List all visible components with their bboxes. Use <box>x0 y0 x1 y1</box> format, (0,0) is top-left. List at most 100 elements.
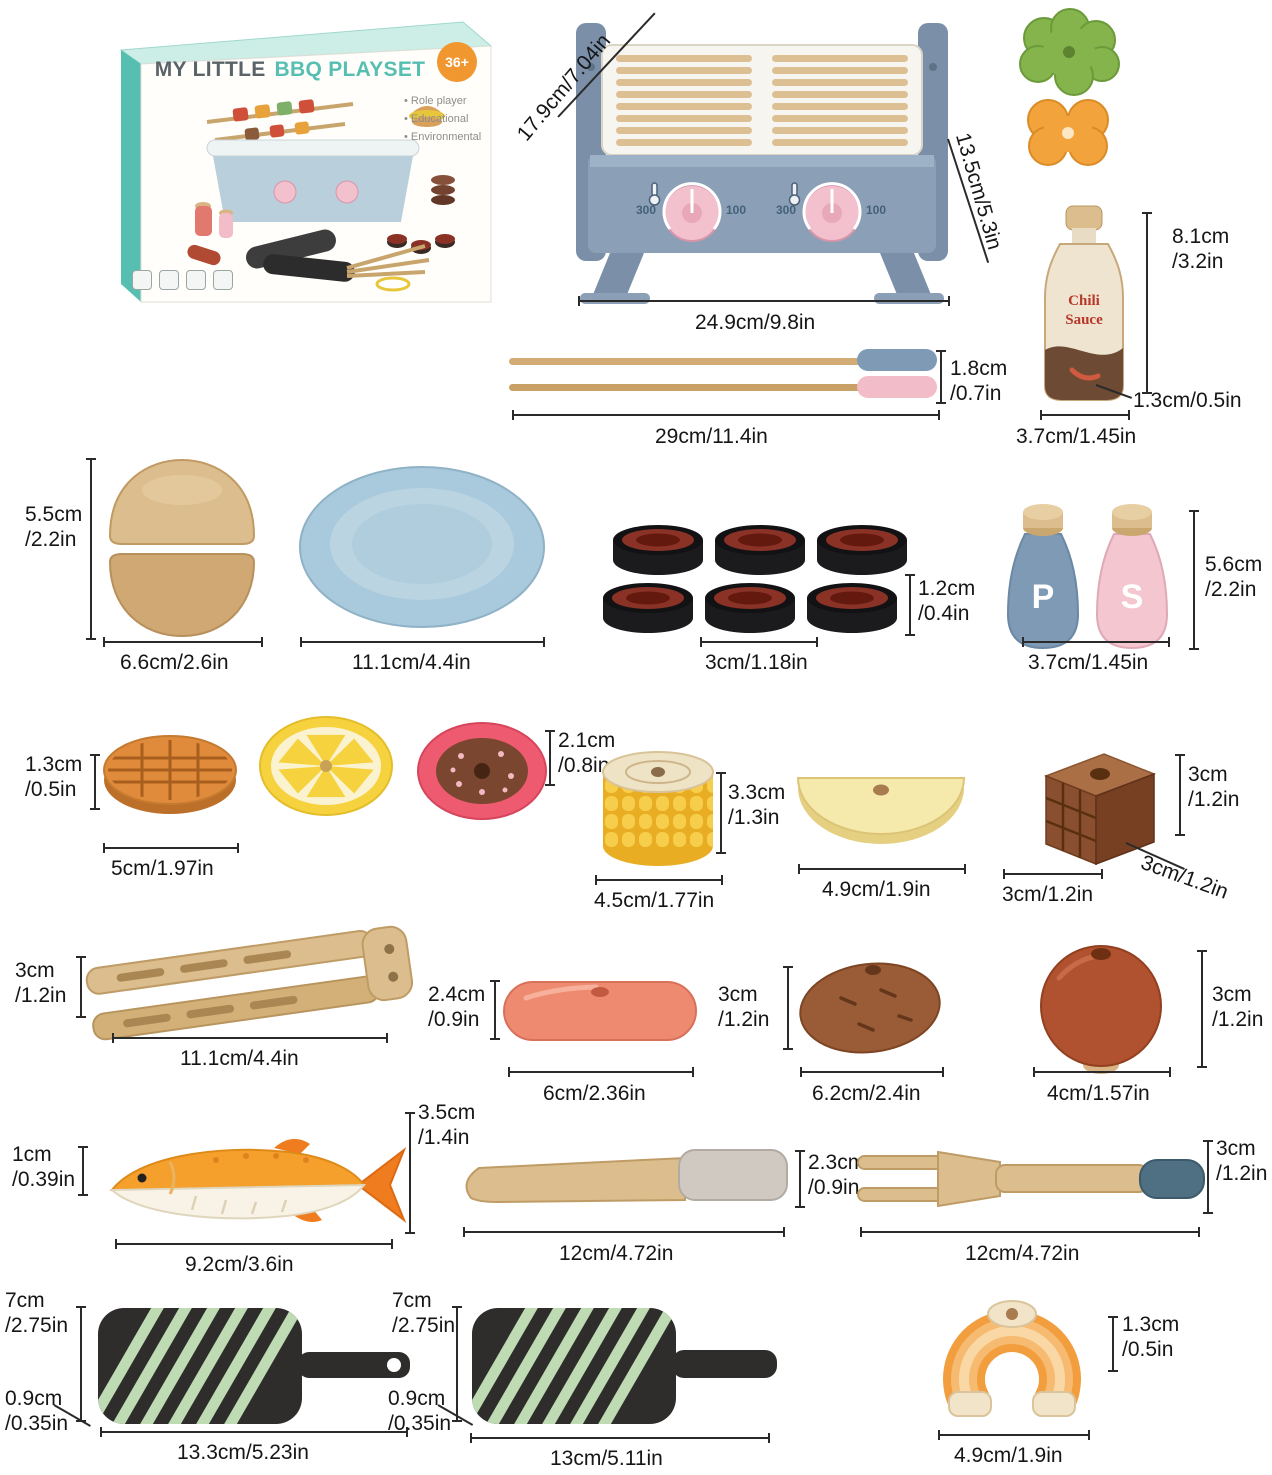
chili-sauce-bottle-image <box>1028 200 1140 408</box>
measure-line <box>860 1227 1200 1237</box>
measure-line <box>463 1227 785 1237</box>
knob-scale-label: 300 <box>636 203 657 217</box>
fish-tail-label: 3.5cm /1.4in <box>418 1101 476 1150</box>
chili-sauce-label: Chili Sauce <box>1065 293 1103 328</box>
grill-pan-1-image <box>88 1300 423 1438</box>
onion-image <box>1023 938 1179 1076</box>
salt-letter: S <box>1120 578 1144 616</box>
corn-height-label: 3.3cm /1.3in <box>728 781 786 830</box>
measure-line <box>1108 1316 1118 1372</box>
fish-length-label: 9.2cm/3.6in <box>185 1253 294 1276</box>
cube-height-label: 3cm /1.2in <box>1188 763 1240 812</box>
thermometer-icon <box>648 182 661 206</box>
onion-height-label: 3cm /1.2in <box>1212 983 1264 1032</box>
plate-image <box>293 458 551 636</box>
bun-height-label: 5.5cm /2.2in <box>25 503 83 552</box>
patties-image <box>590 506 920 654</box>
measure-line <box>78 1146 88 1196</box>
measure-line <box>100 1427 408 1437</box>
shaker-height-label: 5.6cm /2.2in <box>1205 553 1263 602</box>
measure-line <box>405 1112 415 1234</box>
tongs-height-label: 3cm /1.2in <box>15 959 67 1008</box>
burger-bun-image <box>98 450 266 646</box>
cube-width-label: 3cm/1.2in <box>1002 883 1094 906</box>
measure-line <box>103 843 239 853</box>
certification-icon <box>186 270 206 290</box>
grill-knob <box>802 182 862 242</box>
pan1-height-label: 7cm /2.75in <box>5 1289 69 1338</box>
salmon-width-label: 4.9cm/1.9in <box>954 1444 1063 1467</box>
measure-line <box>795 1150 805 1208</box>
measure-line <box>578 296 950 306</box>
measure-line <box>512 410 940 420</box>
measure-line <box>452 1306 462 1422</box>
donut-image <box>413 718 551 824</box>
knob-scale-label: 100 <box>726 203 747 217</box>
fish-body-label: 1cm /0.39in <box>12 1143 76 1192</box>
measure-line <box>1197 950 1207 1068</box>
salmon-steak-image <box>931 1288 1093 1438</box>
donut-height-label: 2.1cm /0.8in <box>558 729 616 778</box>
measure-line <box>76 956 86 1018</box>
measure-line <box>716 772 726 854</box>
sweet-potato-image <box>793 948 947 1062</box>
corn-width-label: 4.5cm/1.77in <box>594 889 715 912</box>
knob-scale-label: 300 <box>776 203 797 217</box>
tongs-image <box>76 914 426 1062</box>
biscuit-height-label: 1.3cm /0.5in <box>25 753 83 802</box>
measure-line <box>595 875 723 885</box>
age-badge: 36+ <box>437 42 477 82</box>
grill-toy-image <box>552 5 972 310</box>
measure-line <box>1203 1140 1213 1214</box>
measure-line <box>1142 212 1152 394</box>
plate-width-label: 11.1cm/4.4in <box>352 651 471 674</box>
bun-width-label: 6.6cm/2.6in <box>120 651 229 674</box>
box-feature-item: • Environmental <box>404 131 482 144</box>
lemon-slice-image <box>256 714 396 820</box>
lettuce-toy-image <box>1012 8 1124 98</box>
cheese-half-image <box>786 748 976 852</box>
pepper-shaker-image <box>1001 498 1085 658</box>
biscuit-width-label: 5cm/1.97in <box>111 857 214 880</box>
measure-line <box>490 980 500 1040</box>
skewer-thickness-label: 1.8cm /0.7in <box>950 357 1008 406</box>
cheese-slice-toy-image <box>1016 94 1120 170</box>
certification-icon <box>159 270 179 290</box>
sweet-potato-height-label: 3cm /1.2in <box>718 983 770 1032</box>
fork-image <box>850 1138 1208 1222</box>
sausage-height-label: 2.4cm /0.9in <box>428 983 486 1032</box>
product-box-image <box>95 10 500 310</box>
knife-image <box>453 1138 798 1222</box>
measure-line <box>1033 1067 1171 1077</box>
measure-line <box>86 458 96 640</box>
chocolate-cube-image <box>1026 734 1168 876</box>
pepper-letter: P <box>1031 578 1055 616</box>
pan2-thickness-label: 0.9cm /0.35in <box>388 1387 452 1436</box>
knife-length-label: 12cm/4.72in <box>559 1242 674 1265</box>
cube-depth-label: 3cm/1.2in <box>1137 850 1232 904</box>
measure-line <box>1040 410 1130 420</box>
measure-line <box>112 1033 388 1043</box>
tongs-length-label: 11.1cm/4.4in <box>180 1047 299 1070</box>
chili-height-label: 8.1cm /3.2in <box>1172 225 1230 274</box>
sausage-length-label: 6cm/2.36in <box>543 1082 646 1105</box>
grill-pan-2-image <box>462 1300 787 1438</box>
measure-line <box>800 1067 944 1077</box>
box-title-part1: MY LITTLE <box>154 58 266 81</box>
skewer-length-label: 29cm/11.4in <box>655 425 768 448</box>
box-title-part2: BBQ PLAYSET <box>274 58 426 81</box>
salt-shaker-image <box>1090 498 1174 658</box>
knife-height-label: 2.3cm /0.9in <box>808 1151 866 1200</box>
measure-line <box>1022 637 1170 647</box>
measure-line <box>90 754 100 810</box>
box-feature-item: • Role player <box>404 95 467 107</box>
patty-height-label: 1.2cm /0.4in <box>918 577 976 626</box>
onion-width-label: 4cm/1.57in <box>1047 1082 1150 1105</box>
measure-line <box>508 1067 694 1077</box>
knob-scale-label: 100 <box>866 203 887 217</box>
pan1-length-label: 13.3cm/5.23in <box>177 1441 309 1464</box>
corn-image <box>593 744 723 876</box>
measure-line <box>905 574 915 636</box>
pan2-height-label: 7cm /2.75in <box>392 1289 456 1338</box>
